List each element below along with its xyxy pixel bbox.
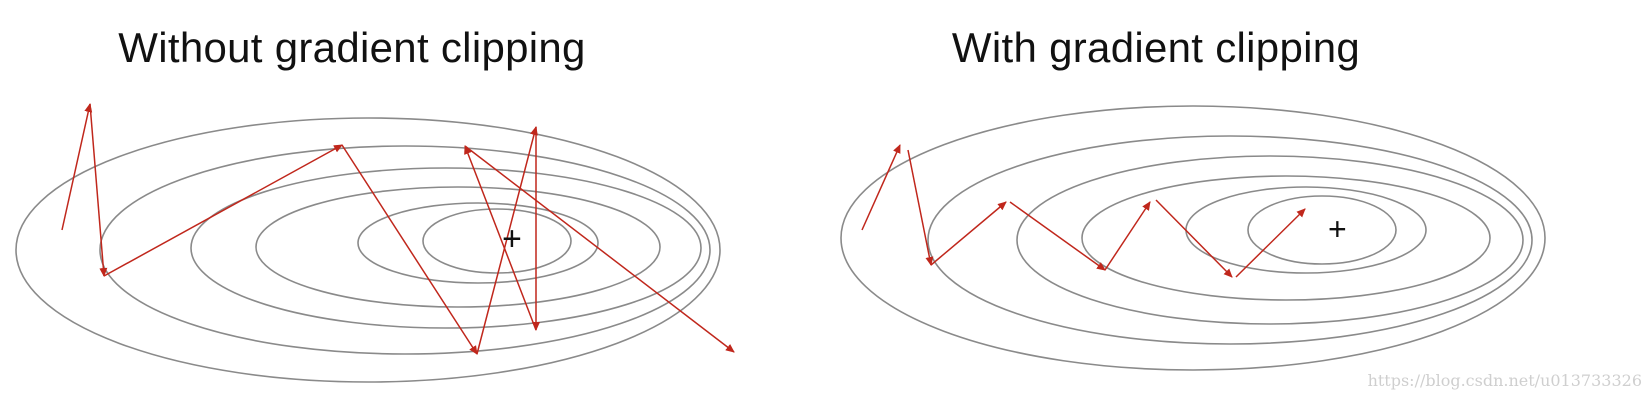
left-contour-6 xyxy=(422,208,572,274)
left-step-1 xyxy=(61,103,93,231)
left-contour-4 xyxy=(255,186,661,308)
right-contour-4 xyxy=(1081,175,1491,301)
left-contour-2 xyxy=(99,145,711,355)
right-contour-2 xyxy=(927,135,1533,345)
right-panel: With gradient clipping + xyxy=(824,0,1648,418)
right-step-1 xyxy=(861,144,901,231)
left-contour-5 xyxy=(357,202,599,284)
left-panel: Without gradient clipping + xyxy=(118,24,586,258)
right-step-5 xyxy=(1104,201,1151,271)
right-descent-path xyxy=(861,144,1306,278)
left-descent-path xyxy=(61,103,735,355)
right-step-2 xyxy=(907,149,934,266)
right-step-4 xyxy=(1009,201,1106,271)
watermark-url: https://blog.csdn.net/u013733326 xyxy=(1367,371,1642,390)
left-panel-title: Without gradient clipping xyxy=(118,24,586,71)
right-step-6 xyxy=(1155,199,1233,278)
right-step-7 xyxy=(1235,208,1306,278)
left-step-4 xyxy=(341,144,478,355)
left-contour-3 xyxy=(190,167,702,329)
right-step-3 xyxy=(930,201,1007,266)
left-minimum-marker: + xyxy=(502,220,522,258)
right-contour-3 xyxy=(1016,155,1524,325)
right-contour-1 xyxy=(840,105,1546,371)
left-step-2 xyxy=(89,103,108,277)
left-step-5 xyxy=(476,126,538,355)
right-minimum-marker: + xyxy=(1328,211,1347,247)
right-contour-6 xyxy=(1247,195,1397,265)
left-step-3 xyxy=(103,144,343,277)
left-step-8 xyxy=(464,145,735,353)
left-contours xyxy=(15,117,721,383)
right-panel-title: With gradient clipping xyxy=(951,24,1361,71)
left-step-7 xyxy=(464,145,537,331)
left-contour-1 xyxy=(15,117,721,383)
